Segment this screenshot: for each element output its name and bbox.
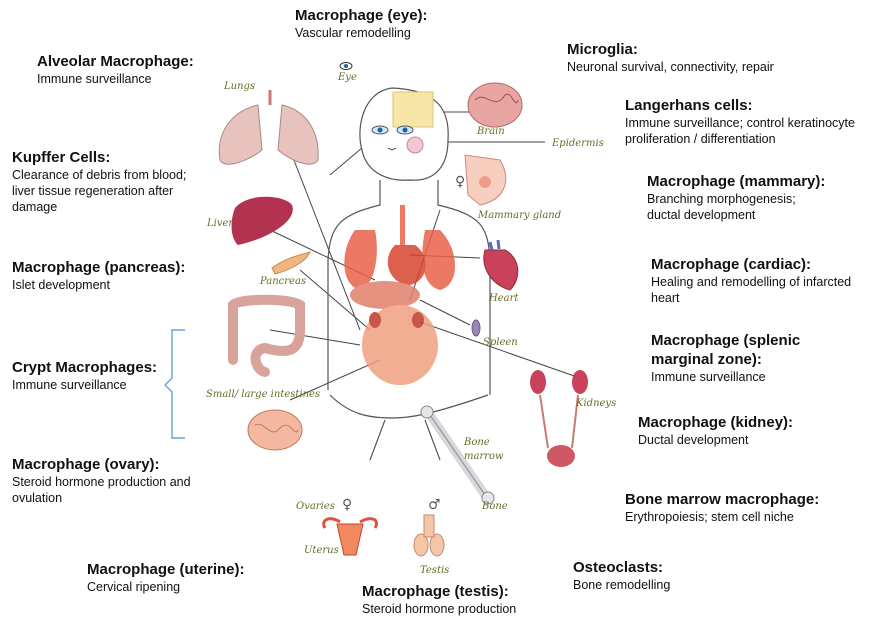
label-eye: Macrophage (eye): Vascular remodelling — [295, 6, 495, 41]
label-alveolar-desc: Immune surveillance — [37, 71, 237, 87]
pancreas-image — [272, 252, 310, 274]
label-ovary-desc: Steroid hormone production and ovulation — [12, 474, 192, 506]
label-crypt-desc: Immune surveillance — [12, 377, 172, 393]
label-pancreas-title: Macrophage (pancreas): — [12, 258, 212, 277]
label-osteoclasts: Osteoclasts: Bone remodelling — [573, 558, 773, 593]
label-bone-marrow: Bone marrow macrophage: Erythropoiesis; … — [625, 490, 865, 525]
label-testis-desc: Steroid hormone production — [362, 601, 562, 617]
testis-image — [414, 515, 444, 556]
organ-label-bone: Bone — [482, 501, 508, 512]
label-uterine-desc: Cervical ripening — [87, 579, 287, 595]
small-intestine-image — [248, 410, 302, 450]
label-bone-marrow-title: Bone marrow macrophage: — [625, 490, 865, 509]
male-symbol-icon: ♂ — [428, 497, 441, 513]
label-crypt: Crypt Macrophages: Immune surveillance — [12, 358, 172, 393]
label-bone-marrow-desc: Erythropoiesis; stem cell niche — [625, 509, 865, 525]
organ-label-mammary: Mammary gland — [478, 210, 561, 221]
label-osteoclasts-title: Osteoclasts: — [573, 558, 773, 577]
mammary-gland-image — [465, 155, 506, 205]
label-osteoclasts-desc: Bone remodelling — [573, 577, 773, 593]
label-langerhans-title: Langerhans cells: — [625, 96, 870, 115]
organ-label-bone-marrow: Bone marrow — [464, 436, 514, 464]
label-crypt-title: Crypt Macrophages: — [12, 358, 172, 377]
label-pancreas: Macrophage (pancreas): Islet development — [12, 258, 212, 293]
label-kupffer: Kupffer Cells: Clearance of debris from … — [12, 148, 202, 215]
label-kupffer-desc: Clearance of debris from blood; liver ti… — [12, 167, 202, 215]
large-intestine-image — [233, 300, 300, 372]
organ-label-testis: Testis — [420, 565, 449, 576]
label-langerhans-desc: Immune surveillance; control keratinocyt… — [625, 115, 870, 147]
label-kidney-title: Macrophage (kidney): — [638, 413, 858, 432]
label-langerhans: Langerhans cells: Immune surveillance; c… — [625, 96, 870, 147]
label-kidney-desc: Ductal development — [638, 432, 858, 448]
label-pancreas-desc: Islet development — [12, 277, 212, 293]
label-eye-title: Macrophage (eye): — [295, 6, 495, 25]
label-alveolar-title: Alveolar Macrophage: — [37, 52, 237, 71]
label-splenic: Macrophage (splenic marginal zone): Immu… — [651, 331, 866, 385]
spleen-image — [472, 320, 480, 336]
organ-label-uterus: Uterus — [304, 545, 339, 556]
organ-label-kidneys: Kidneys — [576, 398, 616, 409]
label-microglia-desc: Neuronal survival, connectivity, repair — [567, 59, 827, 75]
brain-image — [468, 83, 522, 127]
label-microglia-title: Microglia: — [567, 40, 827, 59]
label-microglia: Microglia: Neuronal survival, connectivi… — [567, 40, 827, 75]
label-cardiac: Macrophage (cardiac): Healing and remode… — [651, 255, 866, 306]
female-symbol-icon: ♀ — [455, 174, 465, 190]
internal-organs — [344, 205, 455, 385]
organ-label-ovaries: Ovaries — [296, 501, 335, 512]
label-eye-desc: Vascular remodelling — [295, 25, 495, 41]
label-testis-title: Macrophage (testis): — [362, 582, 562, 601]
label-uterine: Macrophage (uterine): Cervical ripening — [87, 560, 287, 595]
label-alveolar: Alveolar Macrophage: Immune surveillance — [37, 52, 237, 87]
label-uterine-title: Macrophage (uterine): — [87, 560, 287, 579]
label-splenic-title: Macrophage (splenic marginal zone): — [651, 331, 866, 369]
label-ovary: Macrophage (ovary): Steroid hormone prod… — [12, 455, 192, 506]
liver-image — [232, 197, 293, 245]
organ-label-liver: Liver — [207, 218, 233, 229]
label-splenic-desc: Immune surveillance — [651, 369, 866, 385]
eye-icon — [340, 63, 352, 70]
female-symbol-icon: ♀ — [342, 497, 352, 513]
organ-label-eye: Eye — [338, 72, 357, 83]
label-testis: Macrophage (testis): Steroid hormone pro… — [362, 582, 562, 617]
label-cardiac-desc: Healing and remodelling of infarcted hea… — [651, 274, 866, 306]
kidneys-image — [530, 370, 588, 467]
label-kidney: Macrophage (kidney): Ductal development — [638, 413, 858, 448]
label-mammary-desc: Branching morphogenesis; ductal developm… — [647, 191, 817, 223]
label-ovary-title: Macrophage (ovary): — [12, 455, 192, 474]
label-kupffer-title: Kupffer Cells: — [12, 148, 202, 167]
label-cardiac-title: Macrophage (cardiac): — [651, 255, 866, 274]
organ-label-heart: Heart — [489, 293, 518, 304]
label-mammary-title: Macrophage (mammary): — [647, 172, 847, 191]
lungs-image — [219, 90, 318, 164]
organ-label-spleen: Spleen — [483, 337, 518, 348]
organ-label-brain: Brain — [477, 126, 505, 137]
organ-label-pancreas: Pancreas — [260, 276, 306, 287]
organ-label-intestines: Small/ large intestines — [206, 389, 320, 400]
organ-label-epidermis: Epidermis — [552, 138, 604, 149]
label-mammary: Macrophage (mammary): Branching morphoge… — [647, 172, 847, 223]
